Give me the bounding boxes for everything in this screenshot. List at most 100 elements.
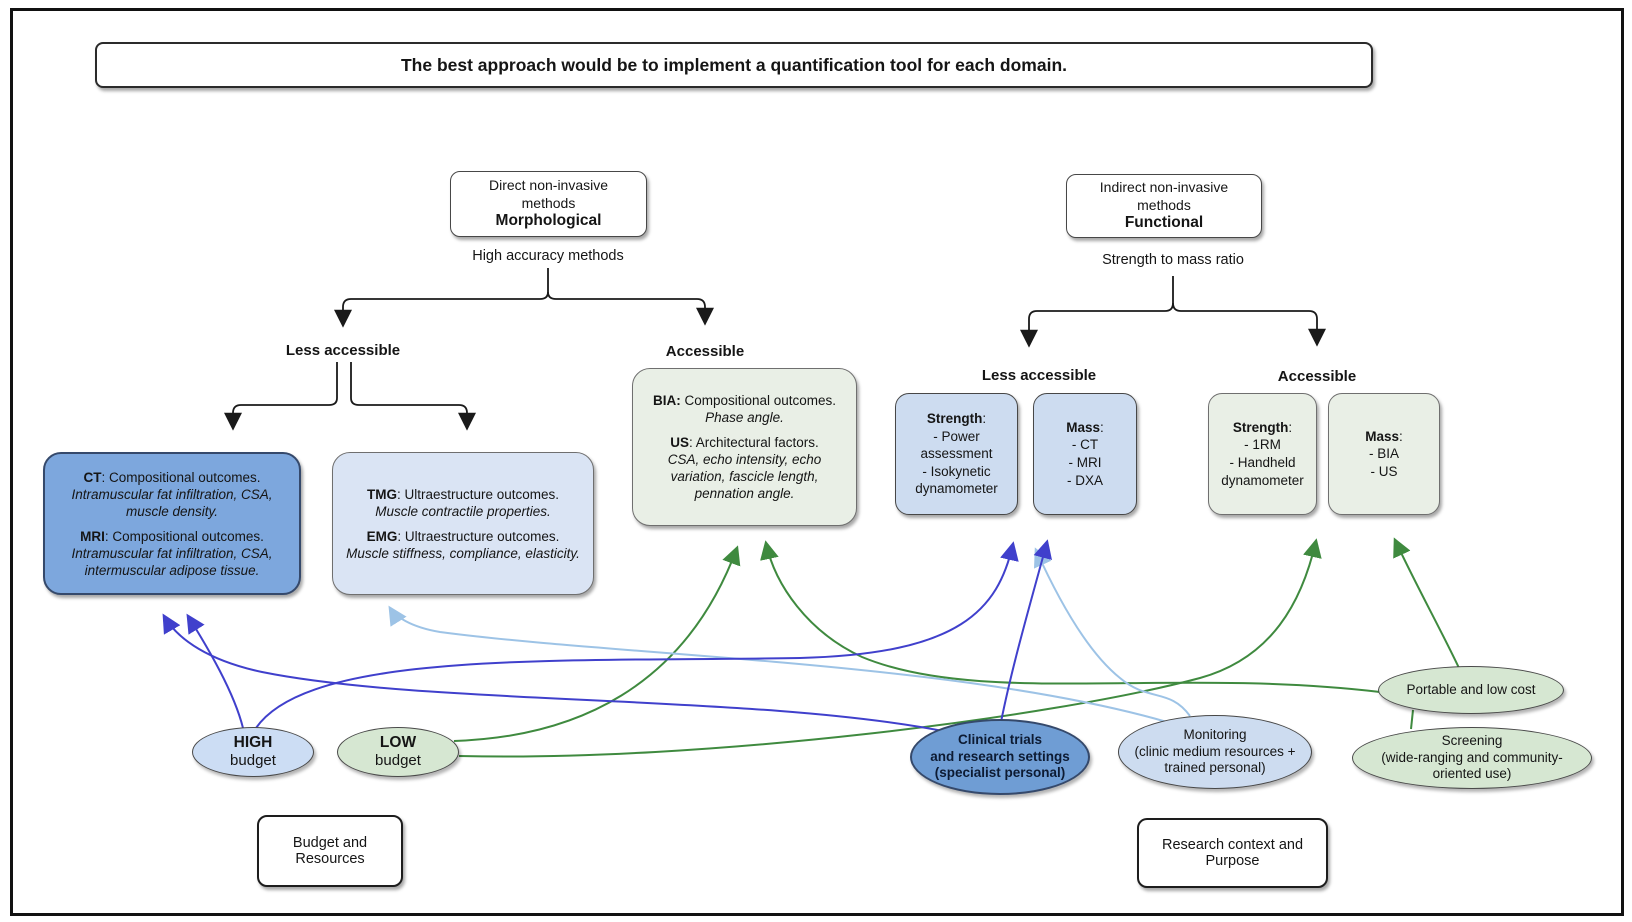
morphological-header-box: Direct non-invasive methods Morphologica… [450,171,647,237]
us-rest: : Architectural factors. [688,435,819,450]
ct-rest: : Compositional outcomes. [101,469,261,485]
functional-header-box: Indirect non-invasive methods Functional [1066,174,1262,238]
emg-detail: Muscle stiffness, compliance, elasticity… [346,545,580,561]
emg-entry: EMG: Ultraestructure outcomes. [367,528,560,545]
light-blue-arrows [388,547,1191,723]
arrow-monitoring-to-less-accessible-functional [1034,547,1191,717]
morphological-header-bold: Morphological [495,211,602,229]
low-budget-bold: LOW [379,733,417,751]
arrow-monitoring-to-tmg-emg [388,605,1168,723]
strength-title-line: Strength: [1233,419,1292,437]
low-budget-rest: budget [375,752,421,770]
colon: : [982,411,987,427]
fork-less-accessible [224,362,476,431]
mri-entry: MRI: Compositional outcomes. [80,528,264,545]
tmg-rest: : Ultraestructure outcomes. [396,486,560,502]
bracket-arm-accessible [547,291,714,326]
us-detail: CSA, echo intensity, echo variation, fas… [667,452,822,501]
portable-ellipse: Portable and low cost [1378,666,1564,714]
budget-resources-text: Budget and Resources [292,835,368,867]
strength-title: Strength [1232,419,1289,435]
mass-less-accessible-box: Mass: - CT - MRI - DXA [1033,393,1137,515]
mri-rest: : Compositional outcomes. [104,528,264,544]
arrow-portable-to-bia-us [760,540,1381,693]
colon: : [1288,419,1293,435]
mri-detail: Intramuscular fat infiltration, CSA, int… [71,545,273,578]
high-budget-ellipse: HIGH budget [192,727,314,777]
strength-items: - Power assessment - Isokynetic dynamome… [915,428,998,497]
mass-items: - CT - MRI - DXA [1066,437,1103,488]
bracket-functional [1020,276,1326,348]
arrow-portable-to-accessible-mass [1393,537,1460,669]
dark-blue-arrows [162,539,1052,733]
emg-rest: : Ultraestructure outcomes. [397,528,560,544]
bracket-arm-less-accessible [334,291,549,328]
strength-title: Strength [926,411,983,427]
screening-ellipse: Screening (wide-ranging and community- o… [1352,727,1592,789]
screening-text: Screening (wide-ranging and community- o… [1381,732,1563,782]
ct-entry: CT: Compositional outcomes. [83,469,260,486]
bracket-arm-less-accessible [1020,302,1174,348]
ct-detail: Intramuscular fat infiltration, CSA, mus… [71,486,273,519]
bracket-arm-accessible [1172,302,1326,347]
research-context-box: Research context and Purpose [1137,818,1328,888]
arrow-clinical-to-less-accessible-functional [1000,539,1052,723]
mass-title: Mass [1066,419,1100,435]
functional-header-lines: Indirect non-invasive methods [1099,179,1229,213]
strength-items: - 1RM - Handheld dynamometer [1221,437,1304,488]
fork-arm-tmg-emg [350,362,476,431]
budget-resources-box: Budget and Resources [257,815,403,887]
outer-frame [10,8,1624,916]
clinical-trials-text: Clinical trials and research settings (s… [930,731,1070,781]
label-less-accessible-morph: Less accessible [285,342,401,359]
strength-accessible-box: Strength: - 1RM - Handheld dynamometer [1208,393,1317,515]
bracket-morphological [334,268,714,328]
mass-accessible-box: Mass: - BIA - US [1328,393,1440,515]
research-context-text: Research context and Purpose [1161,837,1304,869]
ct-mri-box: CT: Compositional outcomes. Intramuscula… [43,452,301,595]
ct-term: CT [83,469,102,485]
us-entry: US: Architectural factors. [670,434,819,451]
fork-arm-ct-mri [224,362,338,431]
label-accessible-morph: Accessible [665,343,745,360]
functional-header-bold: Functional [1124,213,1204,231]
label-less-accessible-func: Less accessible [981,367,1097,384]
arrow-clinical-to-ct-mri [162,613,949,733]
green-arrows [453,537,1460,758]
strength-less-accessible-box: Strength: - Power assessment - Isokyneti… [895,393,1018,515]
label-accessible-func: Accessible [1277,368,1357,385]
emg-term: EMG [366,528,398,544]
title-box: The best approach would be to implement … [95,42,1373,88]
low-budget-ellipse: LOW budget [337,727,459,777]
us-term: US [670,435,689,450]
arrow-low-budget-to-accessible-strength [458,538,1322,758]
portable-text: Portable and low cost [1406,681,1536,697]
high-accuracy-label: High accuracy methods [472,248,624,264]
strength-title-line: Strength: [927,410,986,428]
arrow-low-budget-to-bia-us [453,545,741,742]
tmg-entry: TMG: Ultraestructure outcomes. [367,486,559,503]
bia-term: BIA: [652,393,681,408]
monitoring-text: Monitoring (clinic medium resources + tr… [1134,726,1296,776]
connector-portable-screening [1410,709,1414,730]
mass-title-line: Mass: [1365,428,1403,446]
clinical-trials-ellipse: Clinical trials and research settings (s… [910,719,1090,795]
tmg-term: TMG [366,486,397,502]
bia-us-box: BIA: Compositional outcomes. Phase angle… [632,368,857,526]
mass-title-line: Mass: [1066,419,1104,437]
bia-rest: Compositional outcomes. [680,393,837,408]
mri-term: MRI [80,528,105,544]
tmg-emg-box: TMG: Ultraestructure outcomes. Muscle co… [332,452,594,595]
bia-entry: BIA: Compositional outcomes. [653,392,836,409]
high-budget-rest: budget [230,752,276,770]
colon: : [1100,419,1104,435]
mass-items: - BIA - US [1368,446,1399,479]
bia-detail: Phase angle. [705,410,784,425]
morphological-header-lines: Direct non-invasive methods [488,177,609,211]
tmg-detail: Muscle contractile properties. [375,503,551,519]
mass-title: Mass [1365,428,1399,444]
arrow-high-budget-to-ct-mri [186,613,244,729]
strength-mass-ratio-label: Strength to mass ratio [1102,252,1244,268]
